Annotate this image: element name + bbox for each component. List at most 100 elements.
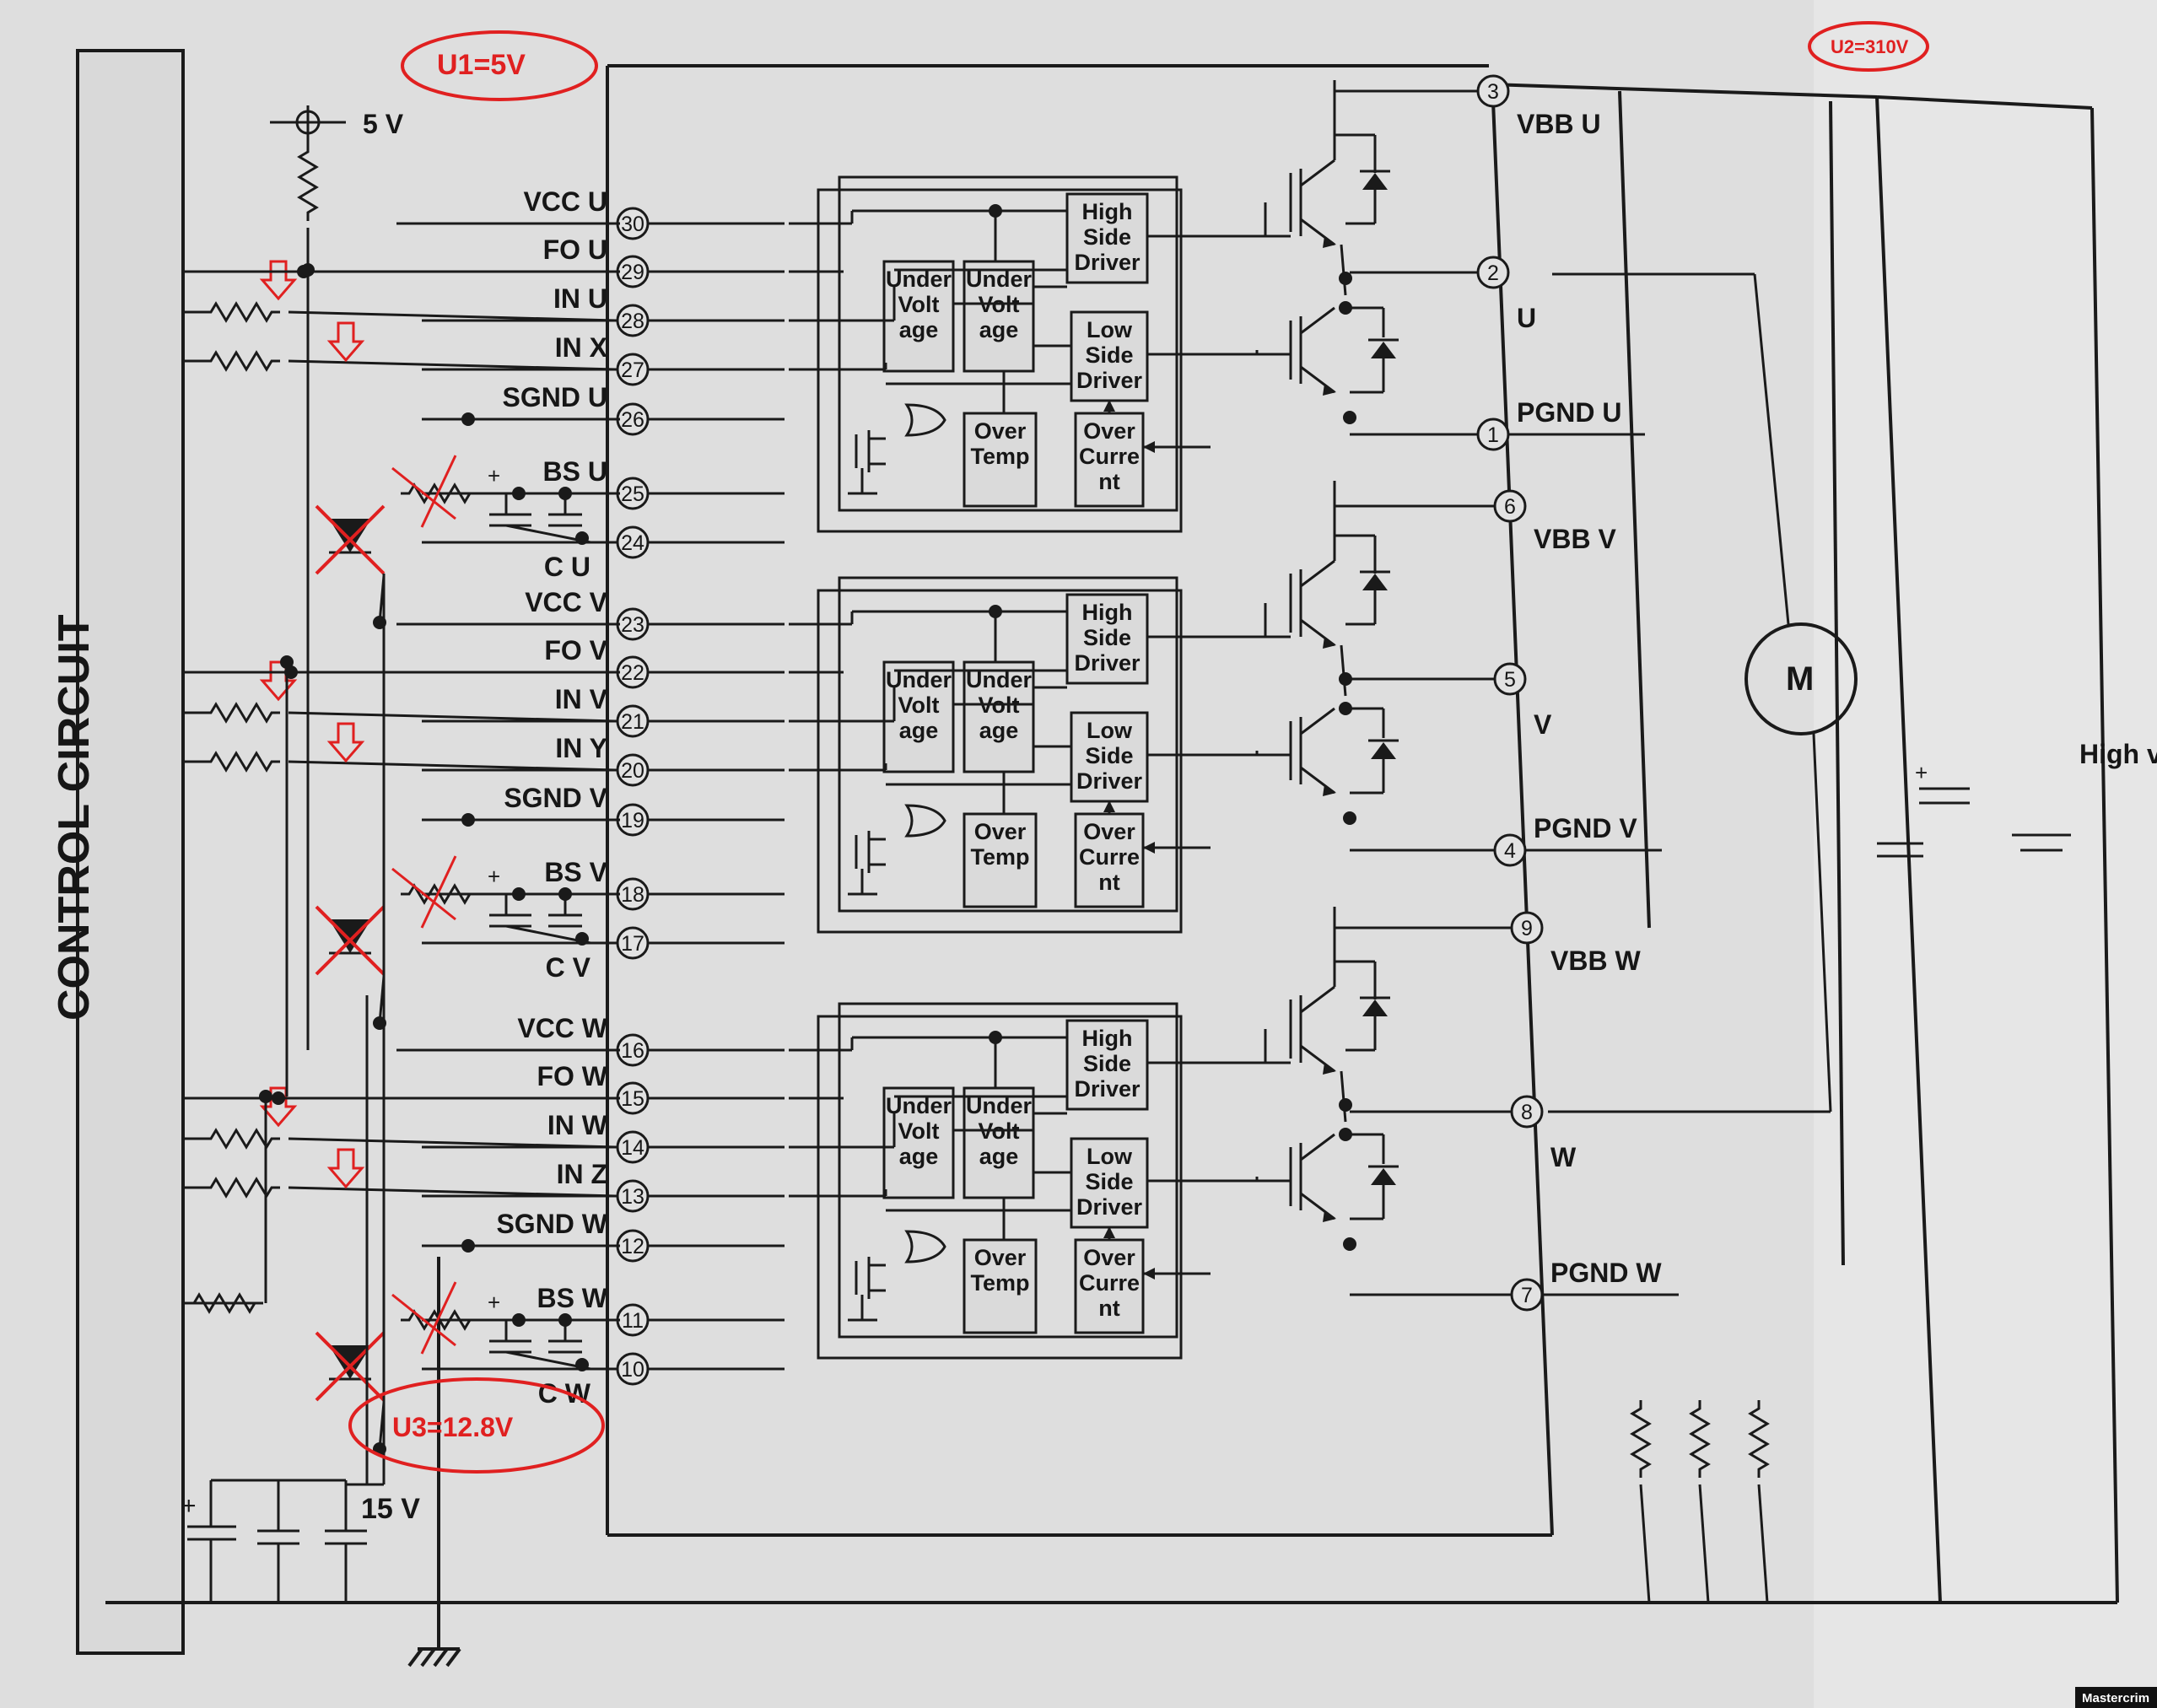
over-current-box-text: Over [1083,1245,1135,1270]
over-temp-box-text: Over [974,418,1027,444]
junction-dot [558,887,572,901]
undervoltage-box-1 [882,660,955,773]
over-current-box-text: nt [1098,870,1119,895]
undervoltage-box-1-text: Volt [898,292,940,317]
freewheel-diode-icon [1371,1168,1396,1185]
pin-number: 11 [622,1309,644,1333]
pin-label-in_lo: IN Y [555,733,607,763]
polarity-plus: + [488,463,500,488]
pin-number: 27 [621,358,644,382]
junction-dot [575,531,589,545]
pin-number: 2 [1487,261,1499,285]
pin-label-sgnd: SGND W [496,1209,607,1239]
over-temp-box [963,412,1038,508]
u1-bubble [401,30,598,101]
over-temp-box-text: Temp [970,844,1029,870]
over-current-box [1074,812,1145,908]
bulk-capacitors: + [1877,760,2071,858]
pin-number: 22 [621,661,644,685]
motor-symbol [1744,622,1858,735]
junction-dot [512,1313,526,1327]
high-side-driver-box-text: Driver [1074,1076,1141,1102]
pin-number: 16 [621,1039,644,1063]
undervoltage-box-1-text: age [899,718,939,743]
undervoltage-box-1 [882,1086,955,1199]
low-side-driver-box-text: Side [1085,1169,1133,1194]
pin-number: 25 [621,482,644,506]
high-side-driver-box-text: Side [1083,1051,1131,1076]
junction-dot [1343,1237,1356,1251]
low-side-driver-box-text: Driver [1076,1194,1143,1220]
low-side-igbt-icon [1289,1133,1335,1220]
high-side-driver-box-text: Driver [1074,250,1141,275]
over-temp-box-text: Temp [970,1270,1029,1296]
over-temp-box-text: Temp [970,444,1029,469]
pin-number: 18 [621,883,644,907]
undervoltage-box-2 [963,660,1035,773]
junction-dot [1343,811,1356,825]
fault-transistor-icon [855,430,886,472]
freewheel-diode-icon [1362,574,1388,590]
low-side-driver-box [1070,1137,1149,1229]
over-current-box-text: Curre [1079,844,1140,870]
pin-label-cap: C U [544,552,590,582]
control-circuit-box [76,49,185,1655]
junction-dot [1339,702,1352,715]
pin-label-vcc: VCC W [517,1013,607,1043]
high-side-driver-box-text: Side [1083,625,1131,650]
undervoltage-box-2-text: age [979,718,1019,743]
u3-annotation: U3=12.8V [392,1412,514,1442]
low-side-driver-box-text: Driver [1076,768,1143,794]
pin-number: 1 [1487,423,1499,447]
gate-driver-block [838,576,1178,913]
junction-dot [280,655,294,669]
input-arrow-icon [326,1148,365,1189]
supply-5v [270,105,346,270]
supply-5v-label: 5 V [363,109,404,139]
over-temp-box-text: Over [974,1245,1027,1270]
freewheel-diode-icon [1362,999,1388,1016]
undervoltage-box-1-text: age [899,317,939,342]
ground-bus [105,1257,2117,1668]
fault-transistor-icon [855,1257,886,1299]
pin-number: 6 [1504,495,1516,519]
undervoltage-box-2-text: age [979,1144,1019,1169]
pin-number: 4 [1504,839,1516,863]
motor-label: M [1786,660,1814,698]
output-label-vbb: VBB V [1534,524,1616,554]
pin-label-bs: BS U [543,456,607,487]
pin-number: 19 [621,809,644,832]
over-current-box-text: Over [1083,418,1135,444]
junction-dot [461,1239,475,1253]
pin-number: 21 [621,710,644,734]
pin-label-fo: FO U [543,234,607,265]
junction-dot [259,1090,272,1103]
pin-label-fo: FO W [537,1061,607,1091]
pin-number: 15 [621,1087,644,1111]
or-gate-icon [904,1230,946,1263]
over-current-box [1074,412,1145,508]
pin-number: 30 [621,213,644,236]
pin-label-fo: FO V [544,635,607,665]
input-arrow-icon [259,260,298,301]
or-gate-icon [904,403,946,437]
pin-number: 14 [621,1136,644,1160]
u3-bubble [348,1377,605,1474]
svg-text:+: + [181,1492,197,1520]
freewheel-diode-icon [1371,342,1396,358]
junction-dot [272,1091,285,1105]
pin-number: 17 [621,932,644,956]
junction-dot [1339,672,1352,686]
gate-driver-block [838,175,1178,512]
pin-number: 5 [1504,668,1516,692]
low-side-driver-box-text: Side [1085,342,1133,368]
junction-dot [558,487,572,500]
high-side-igbt-icon [1289,559,1335,647]
high-side-driver-box [1065,1019,1149,1111]
junction-dot [1339,1128,1352,1141]
pin-number: 9 [1521,917,1533,940]
pin-label-in_lo: IN X [555,332,608,363]
freewheel-diode-icon [1362,173,1388,190]
output-label-vbb: VBB U [1517,109,1601,139]
